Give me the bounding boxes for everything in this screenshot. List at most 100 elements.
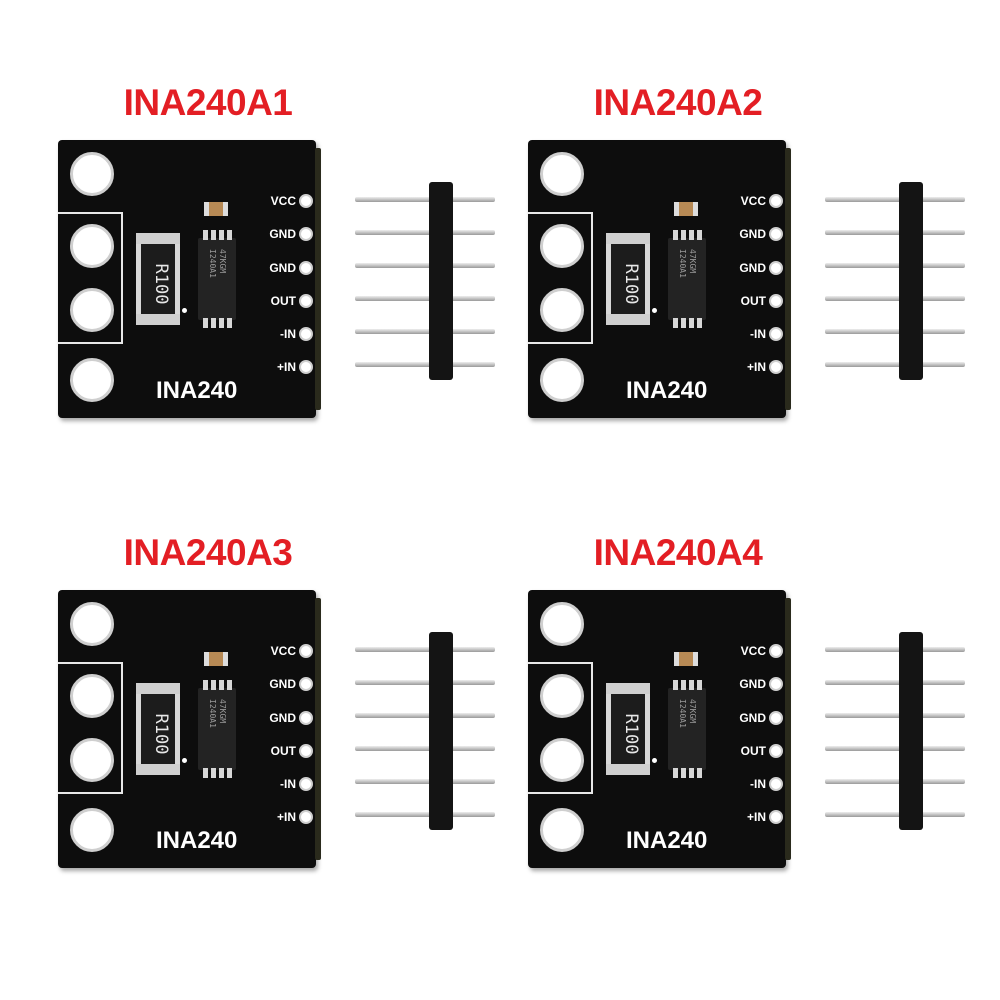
smd-capacitor (674, 202, 698, 216)
pin-label: GND (739, 227, 766, 241)
chip-pin (203, 680, 208, 690)
chip-pin (227, 318, 232, 328)
chip-pin (689, 768, 694, 778)
chip-pin (697, 680, 702, 690)
variant-label: INA240A3 (123, 532, 293, 573)
chip-pin (203, 318, 208, 328)
chip-pin (211, 768, 216, 778)
mounting-hole (70, 602, 114, 646)
chip-pin (211, 230, 216, 240)
chip-pin (689, 318, 694, 328)
mounting-hole (540, 602, 584, 646)
pin-label: VCC (270, 644, 296, 658)
chip-pin (673, 768, 678, 778)
chip-pin (227, 680, 232, 690)
pin-label: +IN (276, 360, 296, 374)
pin-label: -IN (750, 327, 766, 341)
smd-capacitor (204, 652, 228, 666)
pin-pad (299, 744, 313, 758)
chip-pin (219, 230, 224, 240)
pin-pad (299, 810, 313, 824)
chip-pin (697, 230, 702, 240)
terminal-hole (70, 674, 114, 718)
pin-label: VCC (740, 194, 766, 208)
chip-pin (673, 318, 678, 328)
pin-label: -IN (750, 777, 766, 791)
chip-pin (203, 768, 208, 778)
mounting-hole (540, 152, 584, 196)
terminal-hole (70, 224, 114, 268)
pin-label: -IN (280, 327, 296, 341)
chip-pin (697, 318, 702, 328)
pin-pad (769, 777, 783, 791)
chip-pin (689, 680, 694, 690)
pin-pad (769, 810, 783, 824)
pin-label: GND (739, 261, 766, 275)
pin-header (825, 632, 965, 830)
chip-pin (673, 230, 678, 240)
smd-capacitor (674, 652, 698, 666)
pin-label: +IN (276, 810, 296, 824)
terminal-outline (528, 662, 593, 794)
pin-label: GND (739, 711, 766, 725)
terminal-hole (540, 738, 584, 782)
pin-label: OUT (270, 744, 296, 758)
pin-pad (299, 677, 313, 691)
chip-pin (227, 768, 232, 778)
board-brand: INA240 (626, 827, 708, 854)
shunt-resistor: R100 (606, 233, 650, 325)
mounting-hole (70, 808, 114, 852)
pin-label: +IN (746, 360, 766, 374)
terminal-hole (540, 674, 584, 718)
pin-pad (299, 294, 313, 308)
pin-pad (299, 227, 313, 241)
terminal-hole (540, 288, 584, 332)
pin-header (355, 632, 495, 830)
board-brand: INA240 (156, 827, 238, 854)
terminal-outline (58, 212, 123, 344)
chip-pin (681, 318, 686, 328)
pin-pad (769, 227, 783, 241)
chip-pin (211, 680, 216, 690)
pin-pad (769, 261, 783, 275)
pin-pad (299, 261, 313, 275)
chip-pin (697, 768, 702, 778)
chip-pin (681, 680, 686, 690)
pin-header (825, 182, 965, 380)
pin-label: GND (269, 227, 296, 241)
board-brand: INA240 (156, 377, 238, 404)
pin-pad (299, 360, 313, 374)
pin-label: GND (269, 711, 296, 725)
pin-pad (769, 711, 783, 725)
mounting-hole (70, 152, 114, 196)
board-brand: INA240 (626, 377, 708, 404)
mounting-hole (540, 358, 584, 402)
pin-pad (769, 677, 783, 691)
chip-pin (211, 318, 216, 328)
pin-pad (769, 360, 783, 374)
mounting-hole (540, 808, 584, 852)
pin-label: GND (269, 261, 296, 275)
terminal-hole (70, 288, 114, 332)
pin-pad (769, 294, 783, 308)
pin-label: OUT (740, 744, 766, 758)
terminal-outline (528, 212, 593, 344)
shunt-resistor: R100 (136, 683, 180, 775)
mounting-hole (70, 358, 114, 402)
variant-label: INA240A2 (593, 82, 763, 123)
pin-label: VCC (270, 194, 296, 208)
pin-label: -IN (280, 777, 296, 791)
shunt-resistor: R100 (606, 683, 650, 775)
chip-pin (219, 318, 224, 328)
pin-pad (769, 744, 783, 758)
pin-header (355, 182, 495, 380)
chip-pin (673, 680, 678, 690)
